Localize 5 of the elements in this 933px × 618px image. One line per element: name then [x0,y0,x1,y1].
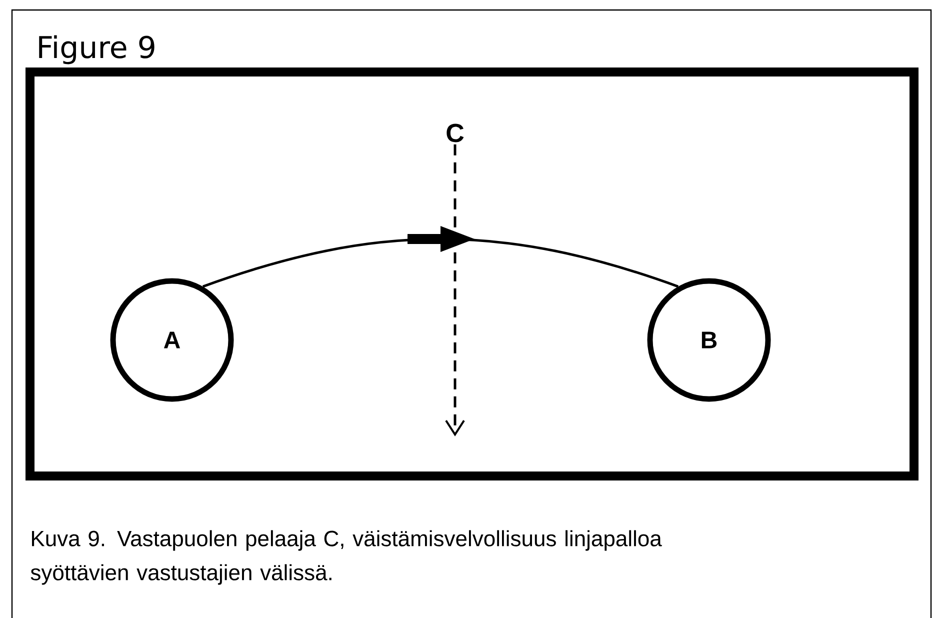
player-label: C [446,124,464,142]
pass-arrow [202,226,679,288]
caption: Kuva 9. Vastapuolen pelaaja C, väistämisvelvollisuus linjapalloa syöttävien vastustajien välissä. [30,530,662,585]
figure-title: Figure 9 [39,35,154,64]
movement-arrow [445,144,465,436]
